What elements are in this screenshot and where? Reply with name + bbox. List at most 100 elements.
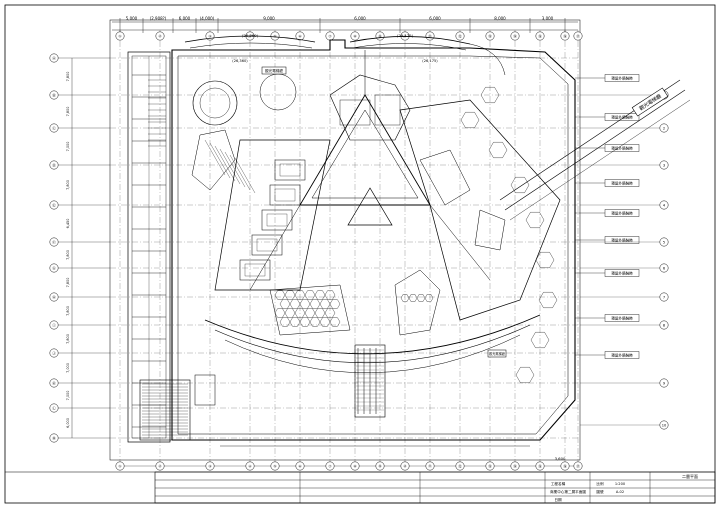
column-bubble-bottom-label: ⑤ [273,464,277,468]
column-bubble-top-label: ③ [208,34,211,38]
inner-dim-3: (26,360) [232,59,248,63]
facade-label-text: 預留外牆裝飾 [611,270,633,275]
facade-label-text: 預留外牆裝飾 [611,237,633,242]
facade-label-box [604,269,640,277]
structural-grid [110,30,580,462]
row-bubble-left-circle [49,378,59,388]
column-bubble-bottom-circle [510,461,520,471]
elevator-tag-2-text: 觀光電梯廳 [489,351,506,356]
facade-label-text: 預留外牆裝飾 [611,114,633,119]
column-bubble-bottom-circle [400,461,410,471]
row-bubble-left-circle [49,348,59,358]
column-bubble-bottom-circle [560,461,570,471]
column-bubble-bottom-label: ③ [208,464,211,468]
row-bubble-left-label: Ⓓ [52,162,56,167]
column-bubble-top-circle [560,31,570,41]
column-bubble-top-label: ⑤ [273,34,277,38]
row-bubble-right-label: 9 [663,381,666,385]
column-bubble-bottom-circle [155,461,165,471]
title-block: 二層平面 工程名稱 商業中心第二層平面圖 比例 1:200 圖號 A-02 日期 [5,471,716,504]
row-bubble-right-label: 3 [663,163,665,167]
row-bubble-left-circle [49,53,59,63]
column-bubble-bottom-circle [245,461,255,471]
left-bay-dimension: 7,800 [66,306,70,316]
row-bubble-left-label: Ⓘ [52,322,56,327]
row-bubble-right-circle [659,320,669,330]
plaza-hex-tile [400,294,410,302]
column-bubble-top-circle [115,31,125,41]
plaza-hex-tile [294,308,306,318]
column-bubble-bottom-label: ⑩ [403,464,406,468]
column-bubble-top-label: ① [118,34,121,38]
row-bubble-right-label: 6 [663,266,666,270]
south-arc-plaza [204,269,541,418]
roof-hatch [214,145,236,182]
plaza-hex-tile [408,294,418,302]
retail-unit-inner [244,263,266,277]
column-bubble-top-circle [155,31,165,41]
row-bubble-right-circle [659,378,669,388]
row-bubble-left-label: Ⓐ [52,55,56,60]
row-bubble-left-label: Ⓗ [52,294,56,299]
roof-hatch [209,142,231,179]
planter-hex [525,212,545,228]
plaza-hex-tile [309,317,321,327]
row-bubble-right-label: 8 [663,323,666,327]
column-bubble-top-circle [400,31,410,41]
roof-hatch [229,154,251,191]
column-bubble-top-label: ⑦ [328,34,331,38]
column-bubble-bottom-label: ⑫ [458,463,462,468]
row-bubble-left-circle [49,403,59,413]
column-bubble-bottom-circle [270,461,280,471]
inner-dim-1: (26,360) [242,33,259,38]
left-bay-dimension: 7,800 [66,107,70,117]
retail-unit [274,159,306,181]
facade-label-text: 預留外牆裝飾 [611,180,633,185]
roof-hatch [224,151,246,188]
southwest-stairs [139,374,216,441]
elevator-tag-1: 觀光電梯廳 [261,66,287,75]
plaza-hex-tile [289,317,301,327]
plaza-hex-tile [329,299,341,309]
left-bay-dimension: 7,800 [66,334,70,344]
planter-hex [488,142,508,158]
facade-label-box [604,144,640,152]
column-bubble-bottom-label: ④ [248,464,251,468]
scale-label: 比例 [596,481,604,486]
top-dimension-label: (2,908?) [150,16,167,21]
top-dimension-label: 3,000 [542,16,554,21]
planter-hex [535,252,555,268]
column-bubble-bottom-label: ① [118,464,121,468]
retail-unit-inner [266,213,288,227]
skybridge-tag: 觀光電梯廳 [631,87,669,117]
column-bubble-top-label: ⑯ [563,33,567,38]
roof-hatch [219,148,241,185]
column-bubble-bottom-label: ⑯ [563,463,567,468]
retail-unit [261,209,293,231]
row-bubble-left-circle [49,160,59,170]
column-bubble-bottom-circle [205,461,215,471]
plaza-hex-tile [424,294,434,302]
plaza-hex-tile [274,290,286,300]
row-bubble-left-label: Ⓛ [52,405,56,410]
column-bubble-top-circle [455,31,465,41]
row-bubble-left-label: Ⓕ [52,239,56,244]
retail-unit [269,184,301,206]
west-wing [191,129,331,291]
left-bay-dimension: 7,800 [66,180,70,190]
facade-label-box [604,351,640,359]
roof-hatch [234,157,256,194]
plaza-hex-tile [314,290,326,300]
column-bubble-top-label: ⑧ [353,34,357,38]
plaza-hex-tile [416,294,426,302]
drawing-no: A-02 [616,490,624,494]
elevator-tag-1-text: 觀光電梯廳 [265,68,283,73]
top-dimension-label: 6,000 [179,16,191,21]
plaza-hex-tile [319,299,331,309]
plaza-hex-tile [274,308,286,318]
plaza-hex-tile [324,290,336,300]
row-bubble-left-circle [49,433,59,443]
retail-unit-inner [256,238,278,252]
